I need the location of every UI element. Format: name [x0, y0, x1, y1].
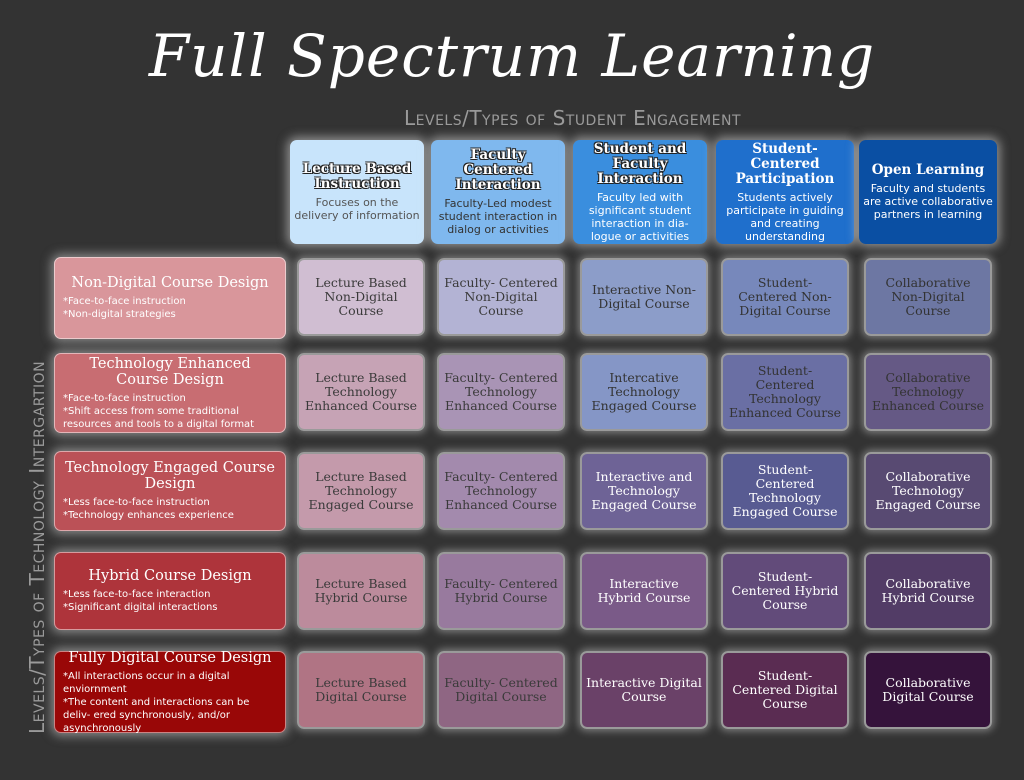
matrix-cell-r2-c5: Collaborative Technology Enhanced Course	[864, 353, 992, 431]
row-header-bullets: *Face-to-face instruction*Shift access f…	[63, 392, 277, 431]
row-header-2: Technology Enhanced Course Design *Face-t…	[54, 353, 286, 433]
row-header-title: Technology Engaged Course Design	[65, 460, 275, 492]
row-header-1: Non-Digital Course Design *Face-to-face i…	[54, 257, 286, 339]
column-header-title: Open Learning	[871, 162, 985, 178]
column-header-title: Lecture Based Instruction	[302, 161, 412, 192]
matrix-cell-r5-c4: Student- Centered Digital Course	[721, 651, 849, 729]
matrix-cell-r3-c4: Student- Centered Technology Engaged Cou…	[721, 452, 849, 530]
matrix-cell-r5-c5: Collaborative Digital Course	[864, 651, 992, 729]
matrix-cell-r5-c3: Interactive Digital Course	[580, 651, 708, 729]
matrix-cell-r4-c3: Interactive Hybrid Course	[580, 552, 708, 630]
column-header-description: Focuses on the delivery of information	[294, 196, 420, 222]
matrix-cell-r4-c5: Collaborative Hybrid Course	[864, 552, 992, 630]
matrix-cell-r1-c4: Student- Centered Non-Digital Course	[721, 258, 849, 336]
row-header-bullets: *Face-to-face instruction *Non-digital st…	[63, 295, 277, 321]
row-header-bullet: *Less face-to-face interaction	[63, 589, 211, 600]
row-header-bullet: *Less face-to-face instruction	[63, 497, 210, 508]
matrix-cell-r3-c3: Interactive and Technology Engaged Cours…	[580, 452, 708, 530]
matrix-cell-r5-c2: Faculty- Centered Digital Course	[437, 651, 565, 729]
matrix-cell-r1-c5: Collaborative Non-Digital Course	[864, 258, 992, 336]
row-header-3: Technology Engaged Course Design *Less fa…	[54, 451, 286, 531]
row-header-title: Non-Digital Course Design	[71, 275, 269, 291]
matrix-cell-r2-c2: Faculty- Centered Technology Enhanced Co…	[437, 353, 565, 431]
row-header-bullet: *Significant digital interactions	[63, 602, 218, 613]
column-axis-label: Levels/Types of Student Engagement	[404, 106, 742, 130]
row-header-title: Technology Enhanced Course Design	[89, 355, 251, 388]
matrix-cell-r2-c4: Student- Centered Technology Enhanced Co…	[721, 353, 849, 431]
row-header-bullet: *Shift access from some traditional reso…	[63, 405, 255, 430]
row-header-title: Fully Digital Course Design	[68, 649, 272, 666]
matrix-cell-r1-c3: Interactive Non-Digital Course	[580, 258, 708, 336]
matrix-cell-r2-c1: Lecture Based Technology Enhanced Course	[297, 353, 425, 431]
row-header-title: Hybrid Course Design	[88, 568, 252, 584]
row-header-bullet: *Technology enhances experience	[63, 510, 234, 521]
column-header-title: Faculty Centered Interaction	[455, 147, 541, 193]
row-header-bullets: *Less face-to-face interaction *Significa…	[63, 588, 277, 614]
matrix-cell-r2-c3: Intercative Technology Engaged Course	[580, 353, 708, 431]
column-header-title: Student-Centered Participation	[735, 140, 835, 187]
matrix-cell-r3-c1: Lecture Based Technology Engaged Course	[297, 452, 425, 530]
matrix-cell-r5-c1: Lecture Based Digital Course	[297, 651, 425, 729]
matrix-cell-r4-c2: Faculty- Centered Hybrid Course	[437, 552, 565, 630]
matrix-cell-r3-c2: Faculty- Centered Technology Enhanced Co…	[437, 452, 565, 530]
row-header-bullet: *All interactions occur in a digital env…	[63, 670, 230, 695]
row-header-4: Hybrid Course Design *Less face-to-face i…	[54, 552, 286, 630]
matrix-cell-r1-c1: Lecture Based Non-Digital Course	[297, 258, 425, 336]
row-header-bullets: *All interactions occur in a digital env…	[63, 670, 277, 735]
row-header-5: Fully Digital Course Design *All interact…	[54, 649, 286, 735]
row-header-bullet: *Non-digital strategies	[63, 309, 176, 320]
row-axis-label: Levels/Types of Technology Intergartion	[25, 360, 49, 734]
row-header-bullet: *The content and interactions can be del…	[63, 696, 250, 734]
column-header-description: Faculty-Led modest student interaction i…	[438, 197, 558, 236]
matrix-cell-r3-c5: Collaborative Technology Engaged Course	[864, 452, 992, 530]
column-header-description: Faculty led with significant student int…	[588, 190, 692, 243]
row-header-bullet: *Face-to-face instruction	[63, 296, 186, 307]
column-header-description: Students actively participate in guiding…	[726, 190, 844, 243]
column-header-description: Faculty and students are active collabor…	[863, 182, 993, 221]
matrix-cell-r4-c1: Lecture Based Hybrid Course	[297, 552, 425, 630]
page-title: Full Spectrum Learning	[148, 22, 876, 90]
row-header-bullet: *Face-to-face instruction	[63, 392, 186, 404]
row-header-bullets: *Less face-to-face instruction *Technolog…	[63, 496, 277, 522]
matrix-cell-r4-c4: Student- Centered Hybrid Course	[721, 552, 849, 630]
matrix-cell-r1-c2: Faculty- Centered Non-Digital Course	[437, 258, 565, 336]
column-header-title: Student and Faculty Interaction	[593, 140, 687, 187]
